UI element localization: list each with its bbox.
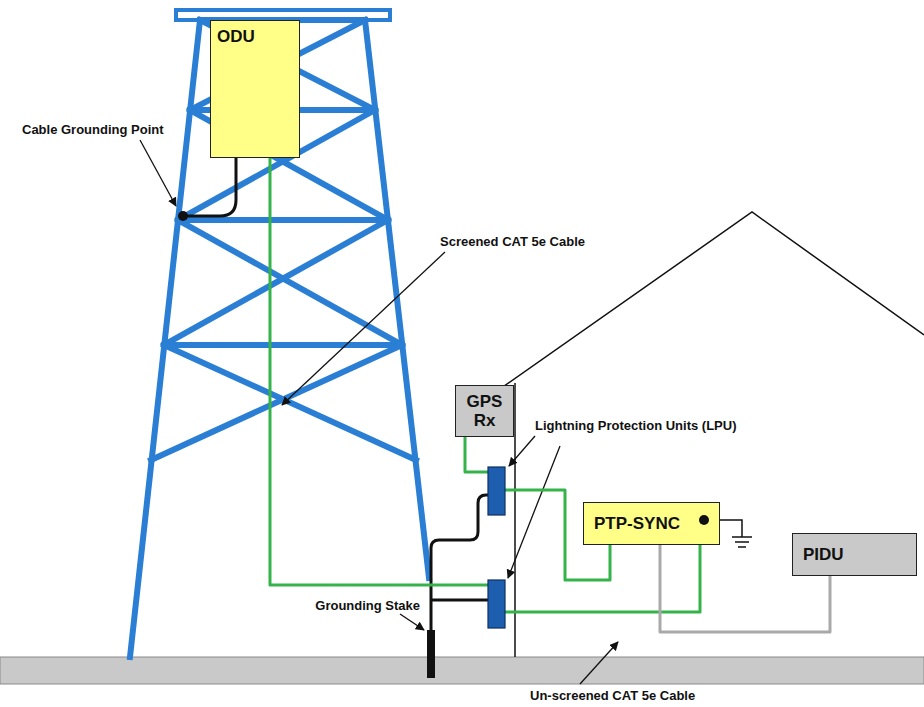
- pidu-box: PIDU: [792, 533, 917, 576]
- node-label: PIDU: [803, 545, 844, 564]
- lightning-protection-unit: [488, 580, 505, 628]
- ptp-sync-box: PTP-SYNC: [583, 502, 720, 545]
- node-label: PTP-SYNC: [594, 514, 680, 533]
- ground: [0, 657, 924, 684]
- ground-wire: [183, 158, 236, 216]
- odu-box: ODU: [210, 20, 300, 158]
- grounding-point: [178, 211, 188, 221]
- grounding-stake: [427, 630, 435, 678]
- node-label: ODU: [217, 27, 255, 46]
- callout-label: Lightning Protection Units (LPU): [535, 418, 736, 433]
- ground-wire: [431, 495, 490, 632]
- gps-box: GPS Rx: [455, 385, 514, 437]
- leader-line: [140, 140, 618, 684]
- callout-label: Grounding Stake: [315, 598, 420, 613]
- lightning-protection-unit: [488, 467, 505, 515]
- node-label: GPS Rx: [459, 392, 510, 430]
- callout-label: Un-screened CAT 5e Cable: [530, 688, 695, 703]
- house-wall: [514, 383, 516, 657]
- tower: [130, 10, 429, 657]
- callout-label: Screened CAT 5e Cable: [440, 234, 585, 249]
- callout-label: Cable Grounding Point: [22, 122, 164, 137]
